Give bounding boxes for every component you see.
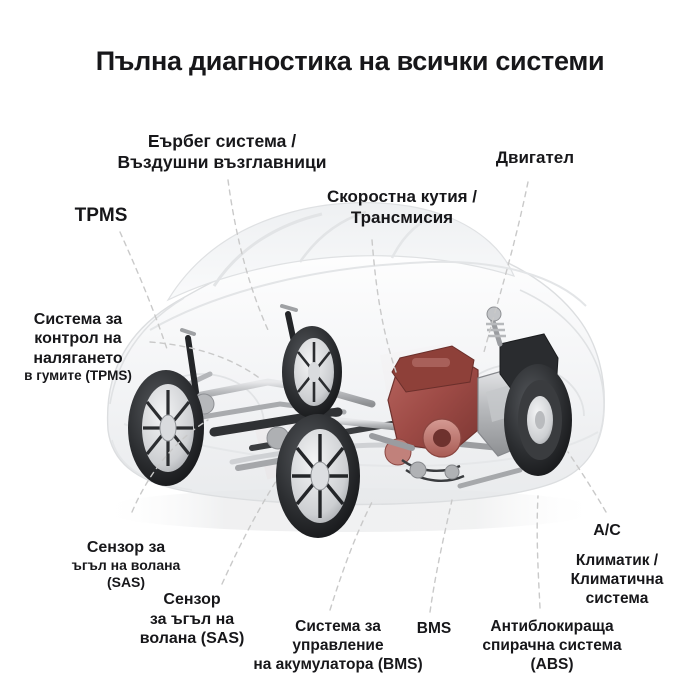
label-tpms-full-sub: в гумите (TPMS) (24, 368, 132, 384)
leader-bms (329, 501, 373, 611)
wheel-front-left (276, 414, 360, 538)
label-air-conditioning-full: Климатик / Климатична система (570, 552, 664, 607)
leader-gearbox (371, 239, 397, 373)
label-tpms: TPMS (74, 205, 128, 226)
label-sas1-sub: ъгъл на волана (SAS) (71, 557, 181, 591)
label-air-conditioning: A/C (593, 522, 621, 539)
leader-sas2 (221, 477, 279, 585)
label-airbag-system: Еърбег система / Въздушни възглавници (117, 131, 327, 173)
label-tpms-full-main: Система за контрол на налягането (33, 310, 123, 367)
car-body-ghost (106, 202, 605, 506)
wheel-front-right (504, 364, 572, 476)
leader-bms-short (429, 499, 453, 613)
wheel-mid (282, 326, 342, 418)
label-tpms-full: Система за контрол на налягането в гумит… (2, 290, 154, 404)
leader-airbag (227, 179, 269, 331)
label-gearbox-transmission: Скоростна кутия / Трансмисия (326, 187, 478, 227)
leader-engine (483, 181, 529, 353)
leader-ac (567, 451, 607, 513)
leader-abs (536, 495, 541, 609)
leader-tpms (119, 231, 169, 353)
leader-lines (119, 179, 607, 613)
label-abs-braking-system: Антиблокираща спирачна система (ABS) (482, 618, 622, 673)
page-title: Пълна диагностика на всички системи (95, 46, 605, 76)
label-steering-angle-sensor-1: Сензор за ъгъл на волана (SAS) (46, 518, 206, 611)
wheel-rear (128, 370, 204, 486)
label-sas1-main: Сензор за (86, 538, 166, 556)
leader-sas1 (131, 419, 209, 513)
label-battery-management-system-full: Система за управление на акумулатора (BM… (253, 618, 423, 673)
label-steering-angle-sensor-2: Сензор за ъгъл на волана (SAS) (139, 591, 245, 648)
label-engine: Двигател (495, 148, 575, 167)
label-bms: BMS (416, 620, 452, 637)
